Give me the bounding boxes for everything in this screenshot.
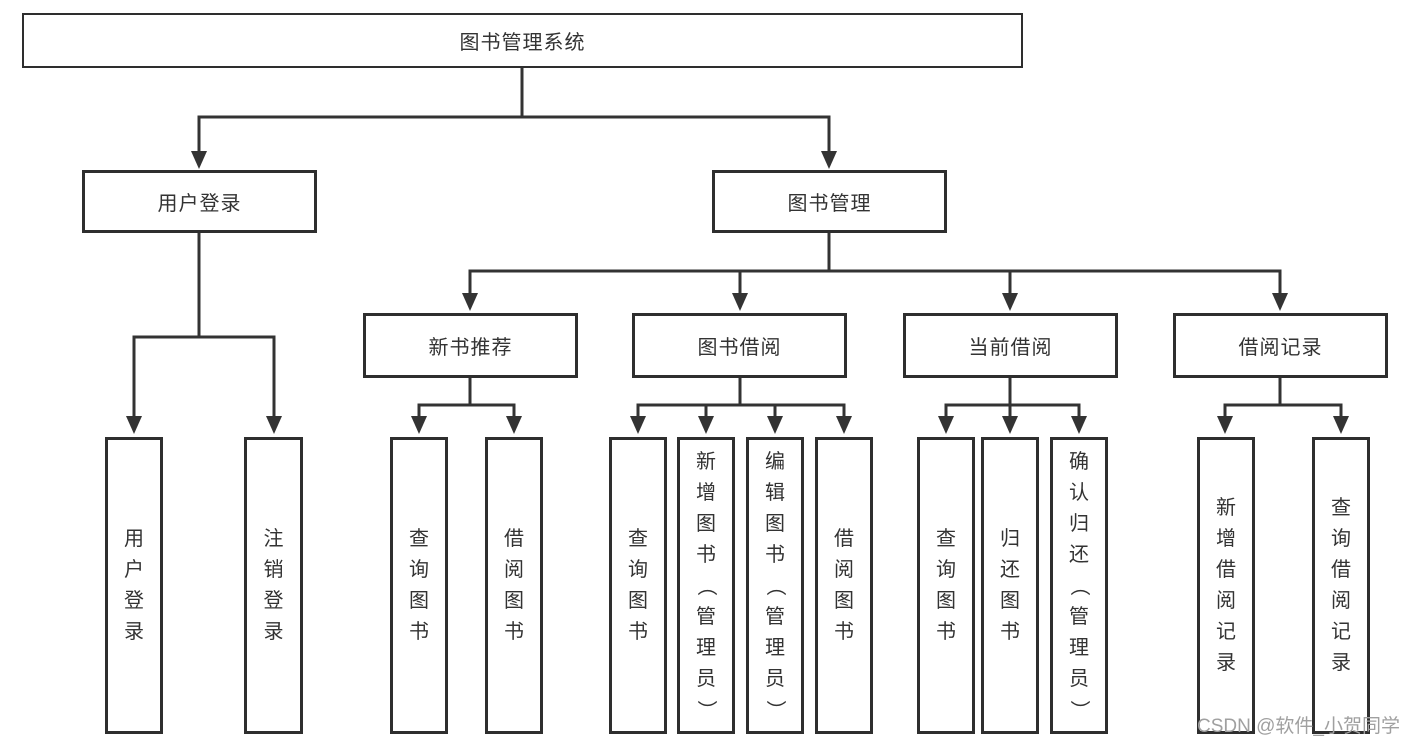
- node-library-management-system: 图书管理系统: [22, 13, 1023, 68]
- leaf-current-query-books: 查询图书: [917, 437, 975, 734]
- arrowhead: [698, 416, 714, 434]
- arrowhead: [630, 416, 646, 434]
- node-book-borrowing: 图书借阅: [632, 313, 847, 378]
- leaf-return-books: 归还图书: [981, 437, 1039, 734]
- arrowhead: [732, 293, 748, 311]
- arrowhead: [836, 416, 852, 434]
- arrowhead: [506, 416, 522, 434]
- arrowhead: [411, 416, 427, 434]
- leaf-query-borrow-record: 查询借阅记录: [1312, 437, 1370, 734]
- leaf-user-login: 用户登录: [105, 437, 163, 734]
- arrowhead: [1333, 416, 1349, 434]
- arrowhead: [191, 151, 207, 169]
- leaf-borrowing-query-books: 查询图书: [609, 437, 667, 734]
- arrowhead: [821, 151, 837, 169]
- leaf-newbook-borrow-books: 借阅图书: [485, 437, 543, 734]
- leaf-borrow-books: 借阅图书: [815, 437, 873, 734]
- arrowhead: [1217, 416, 1233, 434]
- arrowhead: [767, 416, 783, 434]
- arrowhead: [1002, 293, 1018, 311]
- node-new-book-recommendation: 新书推荐: [363, 313, 578, 378]
- watermark-text: CSDN @软件_小贺同学: [1197, 716, 1400, 737]
- arrowhead: [126, 416, 142, 434]
- node-current-borrowing: 当前借阅: [903, 313, 1118, 378]
- node-borrowing-records: 借阅记录: [1173, 313, 1388, 378]
- node-user-login: 用户登录: [82, 170, 317, 233]
- arrowhead: [462, 293, 478, 311]
- leaf-edit-books-admin: 编辑图书（管理员）: [746, 437, 804, 734]
- leaf-newbook-query-books: 查询图书: [390, 437, 448, 734]
- leaf-add-books-admin: 新增图书（管理员）: [677, 437, 735, 734]
- arrowhead: [266, 416, 282, 434]
- arrowhead: [1272, 293, 1288, 311]
- leaf-logout: 注销登录: [244, 437, 303, 734]
- node-book-management: 图书管理: [712, 170, 947, 233]
- leaf-confirm-return-admin: 确认归还（管理员）: [1050, 437, 1108, 734]
- arrowhead: [938, 416, 954, 434]
- leaf-add-borrow-record: 新增借阅记录: [1197, 437, 1255, 734]
- arrowhead: [1071, 416, 1087, 434]
- arrowhead: [1002, 416, 1018, 434]
